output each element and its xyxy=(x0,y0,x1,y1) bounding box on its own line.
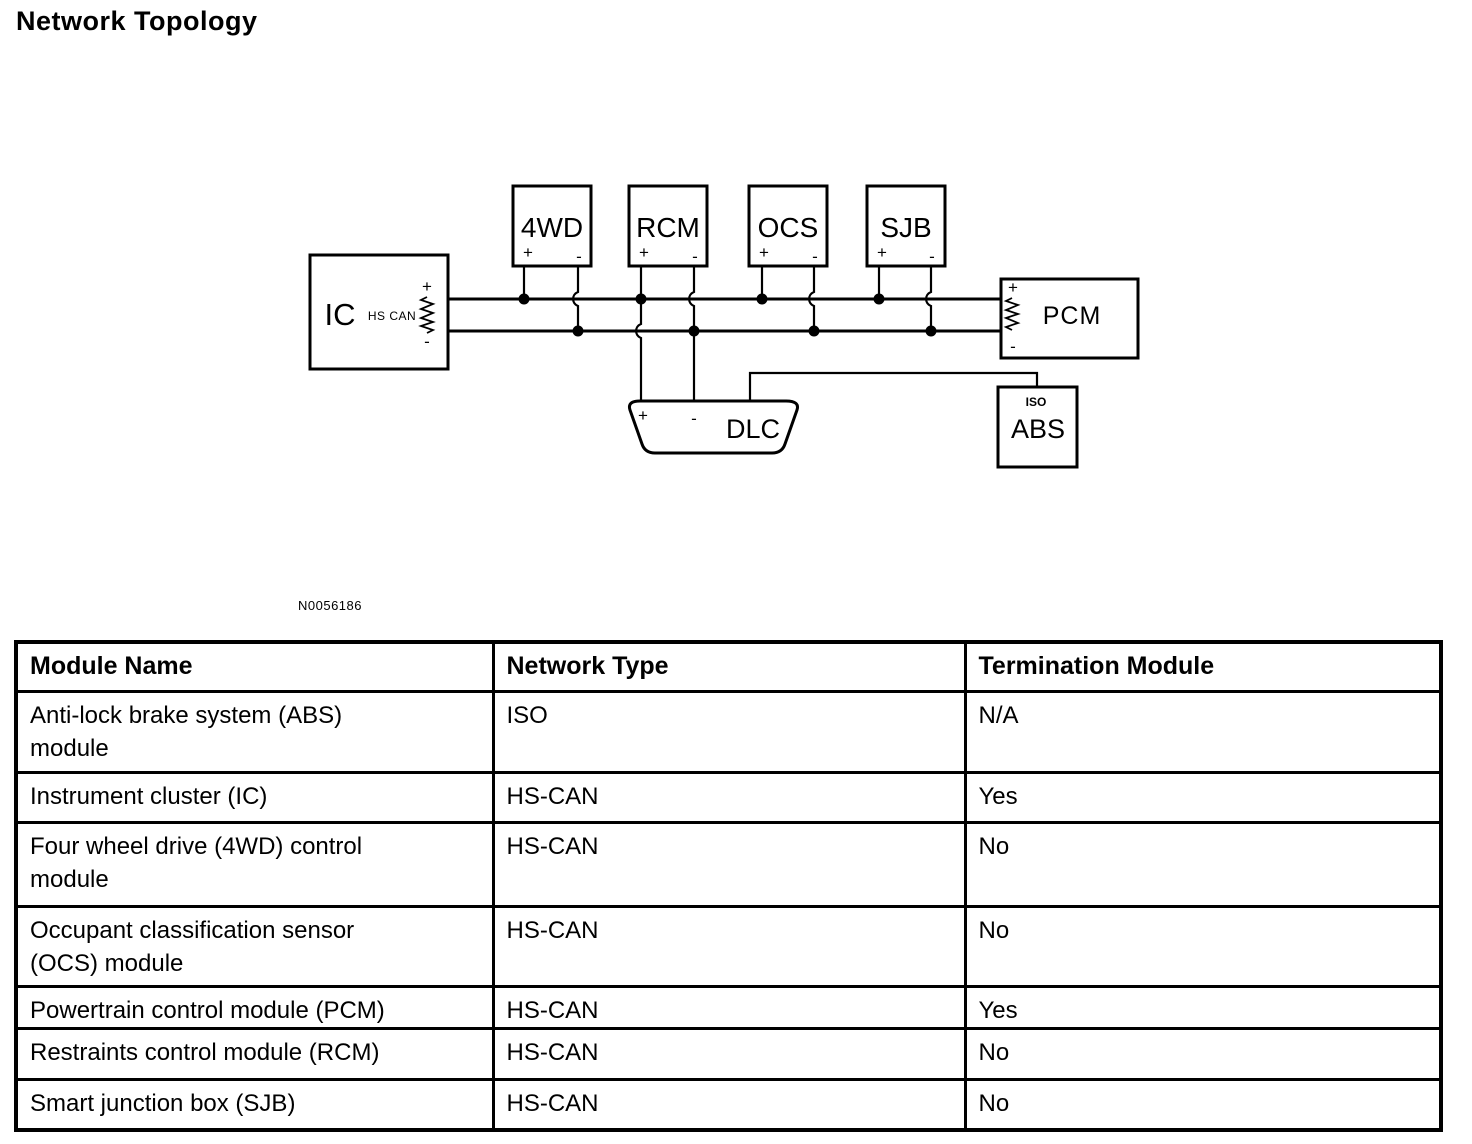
table-row: Four wheel drive (4WD) control module HS… xyxy=(14,820,1443,908)
junction-dot xyxy=(572,325,584,337)
rcm-plus-terminal: + xyxy=(639,243,649,262)
cell-module-name: Four wheel drive (4WD) control module xyxy=(14,820,495,908)
table-row: Smart junction box (SJB) HS-CAN No xyxy=(14,1077,1443,1132)
abs-label: ABS xyxy=(1011,414,1065,444)
cell-module-name: Occupant classification sensor (OCS) mod… xyxy=(14,904,495,988)
4wd-label: 4WD xyxy=(521,212,583,243)
table-row: Anti-lock brake system (ABS) module ISO … xyxy=(14,689,1443,774)
ocs-minus-terminal: - xyxy=(812,247,818,266)
pcm-box xyxy=(999,277,1140,360)
abs-module: ISO ABS xyxy=(996,385,1079,469)
cell-network-type: HS-CAN xyxy=(491,984,967,1030)
dlc-minus-terminal: - xyxy=(691,409,697,428)
rcm-label: RCM xyxy=(636,212,700,243)
4wd-plus-terminal: + xyxy=(523,243,533,262)
ic-module: IC HS CAN + - xyxy=(308,253,450,371)
ic-bus-label: HS CAN xyxy=(368,309,416,323)
rcm-box xyxy=(627,184,709,268)
cell-termination: Yes xyxy=(963,770,1443,824)
pcm-module: PCM + - xyxy=(999,277,1140,360)
ocs-minus-wire xyxy=(808,266,816,331)
module-wires xyxy=(522,266,1039,402)
pcm-label: PCM xyxy=(1043,302,1102,330)
junction-dot xyxy=(925,325,937,337)
table-row: Restraints control module (RCM) HS-CAN N… xyxy=(14,1026,1443,1081)
ocs-label: OCS xyxy=(758,212,819,243)
sjb-minus-terminal: - xyxy=(929,247,935,266)
col-header-termination-module: Termination Module xyxy=(963,640,1443,693)
dlc-label: DLC xyxy=(726,414,780,444)
4wd-minus-wire xyxy=(572,266,580,331)
junction-dot xyxy=(518,293,530,305)
junction-dot xyxy=(808,325,820,337)
rcm-minus-wire xyxy=(688,266,696,402)
cell-network-type: HS-CAN xyxy=(491,1077,967,1132)
ocs-module: OCS + - xyxy=(747,184,829,268)
sjb-box xyxy=(865,184,947,268)
rcm-minus-terminal: - xyxy=(692,247,698,266)
cell-termination: Yes xyxy=(963,984,1443,1030)
cell-module-name: Smart junction box (SJB) xyxy=(14,1077,495,1132)
table-row: Powertrain control module (PCM) HS-CAN Y… xyxy=(14,984,1443,1030)
col-header-network-type: Network Type xyxy=(491,640,967,693)
abs-network-label: ISO xyxy=(1026,395,1047,409)
cell-termination: No xyxy=(963,904,1443,988)
junction-dot xyxy=(873,293,885,305)
rcm-plus-wire xyxy=(635,266,643,402)
pcm-termination-resistor xyxy=(1003,297,1021,331)
cell-module-name: Restraints control module (RCM) xyxy=(14,1026,495,1081)
network-topology-diagram: IC HS CAN + - 4WD + - RCM + - OCS + - xyxy=(308,184,1140,469)
cell-termination: No xyxy=(963,1026,1443,1081)
ic-label: IC xyxy=(325,297,356,332)
table-row: Occupant classification sensor (OCS) mod… xyxy=(14,904,1443,988)
4wd-box xyxy=(511,184,593,268)
pcm-minus-terminal: - xyxy=(1010,337,1016,356)
abs-box xyxy=(996,385,1079,469)
sjb-minus-wire xyxy=(925,266,933,331)
cell-termination: No xyxy=(963,820,1443,908)
cell-module-name: Instrument cluster (IC) xyxy=(14,770,495,824)
sjb-module: SJB + - xyxy=(865,184,947,268)
cell-network-type: ISO xyxy=(491,689,967,774)
ocs-plus-terminal: + xyxy=(759,243,769,262)
rcm-module: RCM + - xyxy=(627,184,709,268)
junction-dot xyxy=(756,293,768,305)
4wd-module: 4WD + - xyxy=(511,184,593,268)
cell-termination: No xyxy=(963,1077,1443,1132)
junction-dot xyxy=(688,325,700,337)
hs-can-bus xyxy=(427,297,1012,333)
cell-module-name: Powertrain control module (PCM) xyxy=(14,984,495,1030)
sjb-plus-terminal: + xyxy=(877,243,887,262)
cell-module-name: Anti-lock brake system (ABS) module xyxy=(14,689,495,774)
page-title: Network Topology xyxy=(16,6,258,36)
cell-network-type: HS-CAN xyxy=(491,904,967,988)
figure-reference-number: N0056186 xyxy=(298,598,362,613)
dlc-shape xyxy=(628,399,799,455)
pcm-plus-terminal: + xyxy=(1008,278,1018,297)
dlc-plus-terminal: + xyxy=(638,406,648,425)
ic-termination-resistor xyxy=(418,296,436,334)
cell-network-type: HS-CAN xyxy=(491,770,967,824)
junction-dots xyxy=(518,293,937,337)
ic-minus-terminal: - xyxy=(424,332,430,351)
dlc-connector: + - DLC xyxy=(628,399,799,455)
col-header-module-name: Module Name xyxy=(14,640,495,693)
module-table: Module Name Network Type Termination Mod… xyxy=(14,640,1443,1132)
ic-box xyxy=(308,253,450,371)
cell-network-type: HS-CAN xyxy=(491,1026,967,1081)
ocs-box xyxy=(747,184,829,268)
4wd-minus-terminal: - xyxy=(576,247,582,266)
cell-network-type: HS-CAN xyxy=(491,820,967,908)
sjb-label: SJB xyxy=(880,212,931,243)
ic-plus-terminal: + xyxy=(422,277,432,296)
junction-dot xyxy=(635,293,647,305)
table-header-row: Module Name Network Type Termination Mod… xyxy=(14,640,1443,693)
cell-termination: N/A xyxy=(963,689,1443,774)
dlc-to-abs-wire xyxy=(748,371,1039,402)
table-row: Instrument cluster (IC) HS-CAN Yes xyxy=(14,770,1443,824)
